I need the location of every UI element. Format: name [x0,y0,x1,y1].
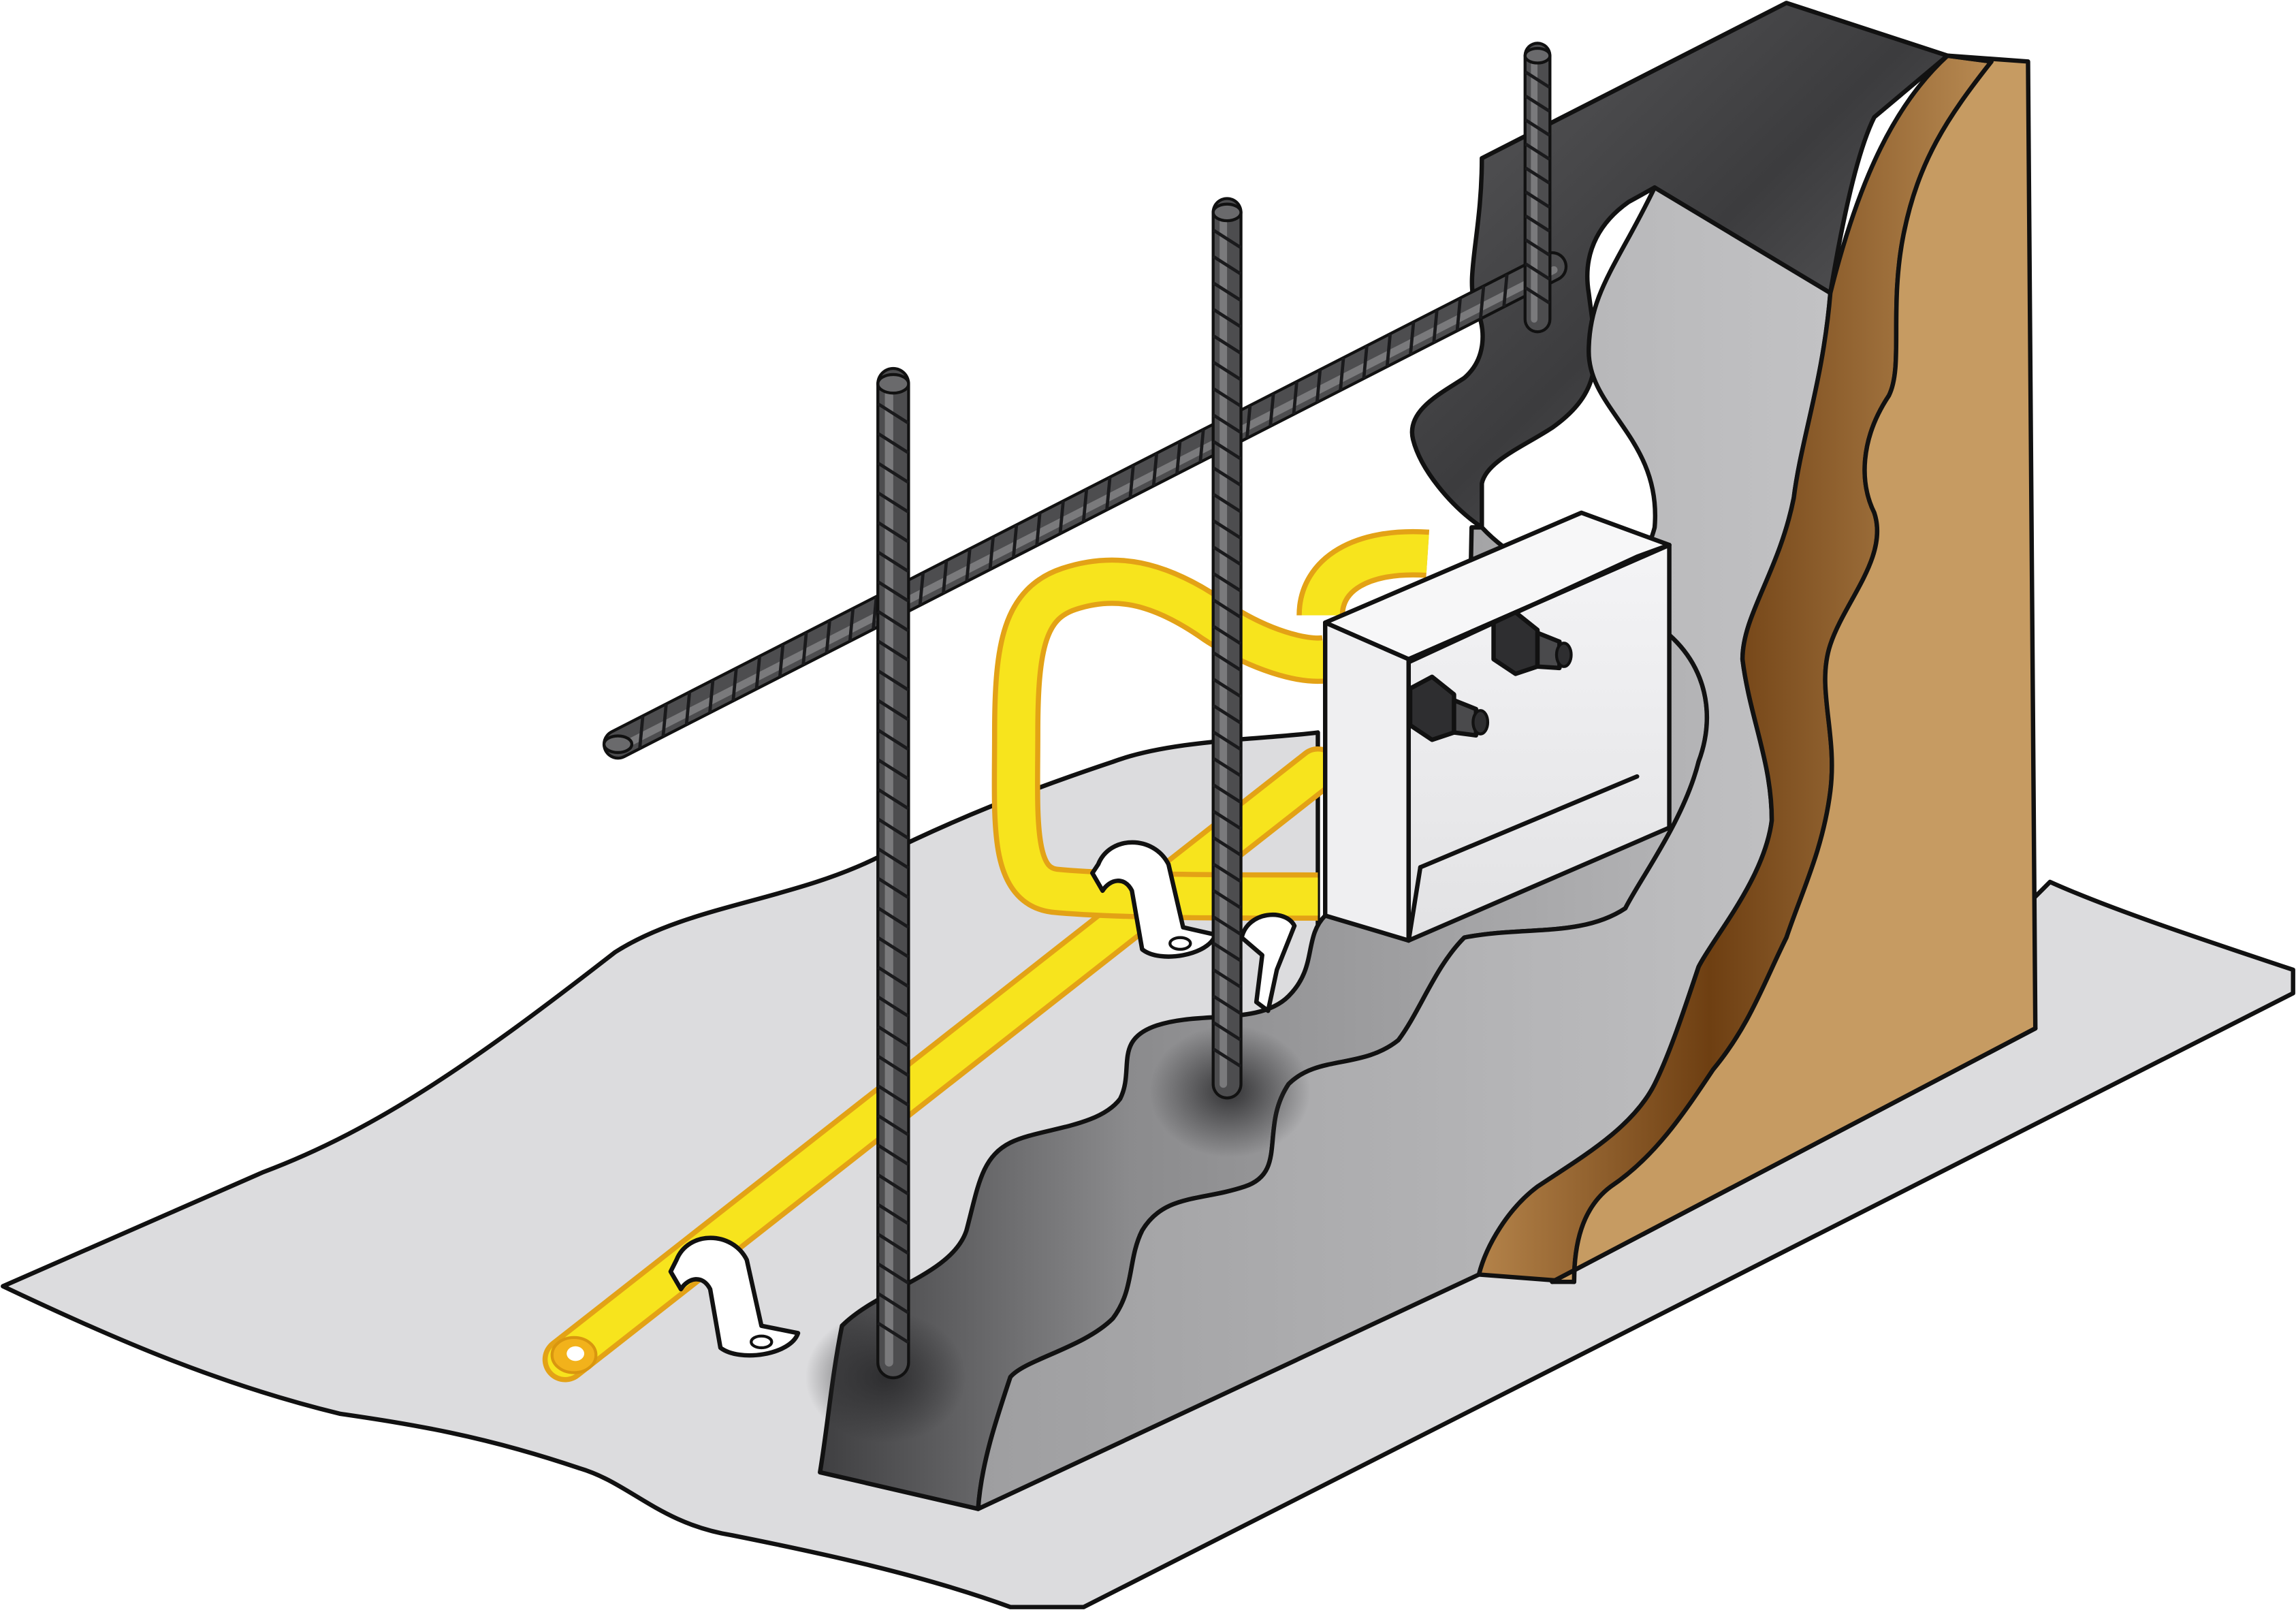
electrical-box [1322,510,1672,943]
conduit-connector-icon [1407,674,1490,742]
horizontal-rebar [602,251,1568,760]
wood-form [1476,53,2038,1284]
rebar [602,42,1568,1380]
pipe-strap-icon [668,1235,801,1358]
vertical-rebar-front [876,366,910,1380]
vertical-rebar-back [1523,42,1552,334]
pipe-strap-icon [1090,840,1218,959]
conduit-connector-icon [1491,610,1573,676]
pipe-strap-icon [1239,912,1297,1013]
vertical-rebar-middle [1211,197,1243,1100]
